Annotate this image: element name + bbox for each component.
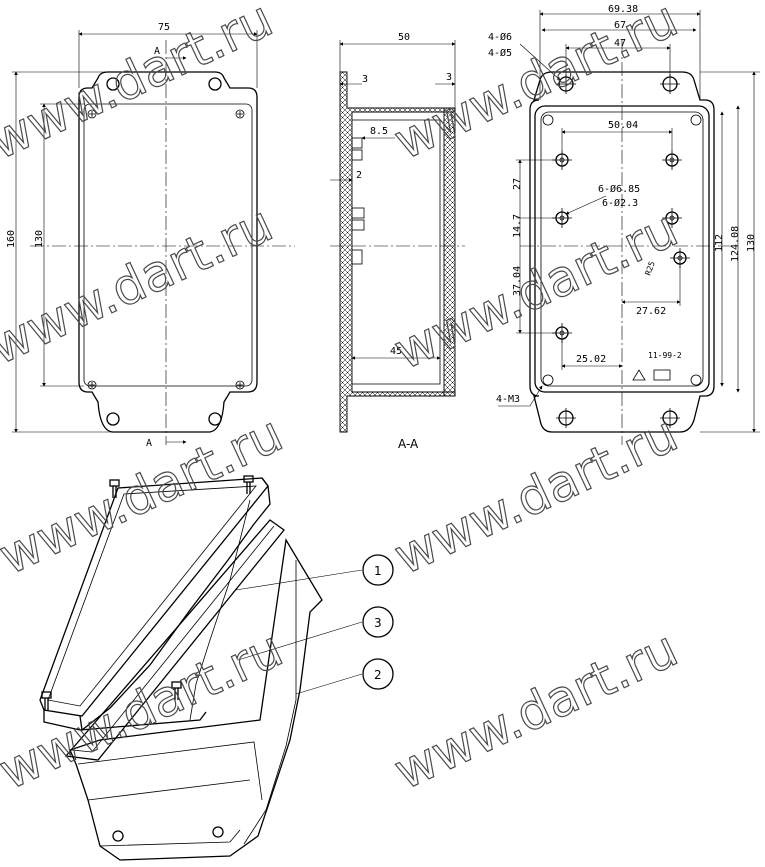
- section-wall-left-dim: 3: [362, 74, 368, 85]
- back-v-dim-2: 14.7: [512, 214, 523, 238]
- section-mark-bottom: A: [146, 438, 152, 449]
- back-offset-dim: 27.62: [636, 306, 666, 317]
- section-depth-dim: 50: [398, 32, 410, 43]
- section-mark-top: A: [154, 46, 160, 57]
- back-hole-a-label: 4-Ø6: [488, 31, 512, 43]
- callout-2: 2: [374, 668, 382, 682]
- watermark: www.dart.ru: [386, 620, 687, 801]
- back-view: [498, 10, 760, 445]
- back-overall-width-dim: 69.38: [608, 4, 638, 15]
- back-height-dim-3: 130: [746, 234, 757, 252]
- section-wall-right-dim: 3: [446, 72, 452, 83]
- front-width-dim: 75: [158, 22, 170, 33]
- back-boss-spacing-dim: 50.04: [608, 120, 638, 131]
- front-height-dim: 160: [6, 230, 17, 248]
- back-hole-b-label: 4-Ø5: [488, 47, 512, 59]
- front-view: [12, 30, 295, 445]
- watermark: www.dart.ru: [0, 0, 281, 171]
- section-boss-dim: 8.5: [370, 126, 388, 137]
- watermark: www.dart.ru: [0, 195, 281, 376]
- back-bottom-dim: 25.02: [576, 354, 606, 365]
- back-v-dim-1: 27: [512, 178, 523, 190]
- back-screw-label: 4-M3: [496, 394, 520, 405]
- back-inner-spacing-dim: 47: [614, 38, 626, 49]
- back-boss-a-label: 6-Ø6.85: [598, 183, 640, 195]
- section-caption: A-A: [398, 437, 419, 451]
- back-v-dim-3: 37.04: [512, 266, 523, 296]
- callout-1: 1: [374, 564, 382, 578]
- back-height-dim-2: 124.08: [730, 226, 741, 262]
- watermark: www.dart.ru: [386, 200, 687, 381]
- back-boss-b-label: 6-Ø2.3: [602, 197, 638, 209]
- section-inner-depth-dim: 45: [390, 346, 402, 357]
- watermark: www.dart.ru: [386, 405, 687, 586]
- section-step-dim: 2: [356, 170, 362, 181]
- back-part-code: 11-99-2: [648, 351, 682, 360]
- callout-3: 3: [374, 616, 382, 630]
- back-height-dim-1: 112: [714, 234, 725, 252]
- front-inner-height-dim: 130: [34, 230, 45, 248]
- exploded-view: [39, 475, 394, 861]
- watermark: www.dart.ru: [386, 0, 687, 171]
- back-hole-spacing-dim: 67: [614, 20, 626, 31]
- section-view: [330, 40, 465, 433]
